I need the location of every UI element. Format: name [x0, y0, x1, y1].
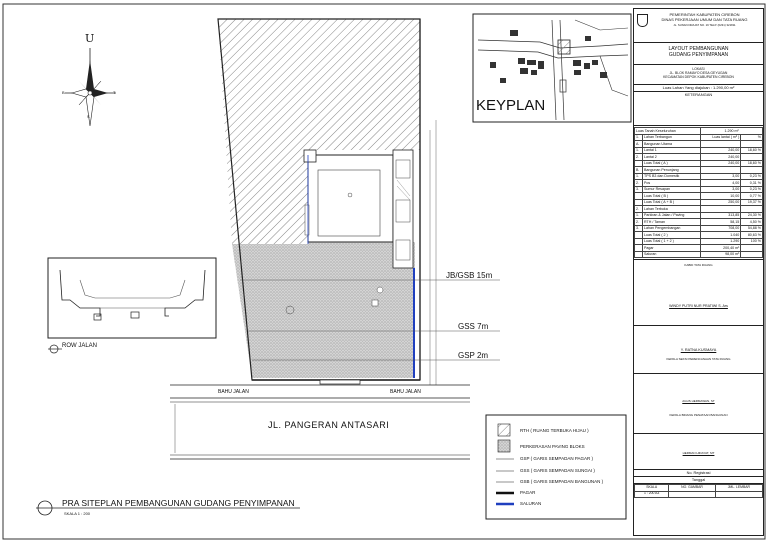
- layout-title-1: LAYOUT PEMBANGUNAN: [668, 46, 729, 52]
- row-jalan-label: ROW JALAN: [62, 343, 98, 349]
- location-heading: LOKASI: [692, 67, 705, 71]
- layout-title: LAYOUT PEMBANGUNAN GUDANG PENYIMPANAN: [634, 43, 763, 65]
- page-title: PRA SITEPLAN PEMBANGUNAN GUDANG PENYIMPA…: [62, 498, 295, 508]
- signature-block-4: HERMAN HIDAYAT, MT: [634, 434, 763, 470]
- agency-line-1: PEMERINTAH KABUPATEN CIREBON: [669, 12, 740, 17]
- compass-rose: [65, 48, 116, 127]
- legend-box: [485, 414, 627, 520]
- keterangan-heading: KETERANGAN: [634, 92, 763, 126]
- table-cell: [740, 250, 763, 258]
- area-table: Luas Tanah Keseluruhan 1.290 m² 1.Lahan …: [633, 127, 763, 258]
- agency-header: PEMERINTAH KABUPATEN CIREBON DINAS PEKER…: [634, 9, 763, 43]
- luas-diajukan: Luas Lahan Yang diajukan : 1.290,00 m²: [634, 85, 763, 92]
- jml-lembar-value: [714, 490, 764, 498]
- compass-east-label: T: [113, 90, 116, 95]
- compass-south-label: S: [87, 114, 90, 119]
- sheet-border: [2, 3, 766, 540]
- signature-block-1: KABID TATA RUANG WINDY PUTRI NUR PRATIWI…: [634, 260, 763, 326]
- agency-line-2: DINAS PEKERJAAN UMUM DAN TATA RUANG: [661, 16, 748, 22]
- location-block: LOKASI JL. BLOK RAMAYO DESA GEYUGAN KECA…: [634, 65, 763, 85]
- keyplan-map: [472, 13, 632, 123]
- road: [170, 384, 470, 460]
- legend-item-gsb: GSB ( GARIS SEMPADAN BANGUNAN ): [520, 479, 604, 484]
- bahu-jalan-right: BAHU JALAN: [390, 389, 421, 395]
- sign-3-name: AGUS HERMAWAN, ST: [682, 399, 715, 403]
- gsb-label: JB/GSB 15m: [446, 271, 493, 280]
- title-marker: [36, 500, 300, 516]
- table-cell: Saluran: [641, 250, 702, 258]
- location-line-1: JL. BLOK RAMAYO DESA GEYUGAN: [669, 70, 728, 75]
- no-gambar-value: [668, 490, 716, 498]
- setback-lines: [240, 279, 500, 361]
- location-line-2: KECAMATAN DEPOK KABUPATEN CIREBON: [663, 74, 734, 79]
- gss-label: GSS 7m: [458, 322, 489, 331]
- bahu-jalan-left: BAHU JALAN: [218, 389, 249, 395]
- keyplan-label: KEYPLAN: [476, 97, 546, 114]
- sign-1-role: KABID TATA RUANG: [684, 263, 713, 267]
- page-scale: SKALA 1 : 200: [64, 511, 91, 516]
- legend-item-gss: GSS ( GARIS SEMPADAN SUNGAI ): [520, 468, 595, 473]
- title-block: PEMERINTAH KABUPATEN CIREBON DINAS PEKER…: [633, 8, 764, 536]
- sign-2-name: Y. RATNA KUSMAYA: [680, 348, 717, 352]
- tanggal: Tanggal: [634, 477, 763, 484]
- table-cell: 98,00 m¹: [700, 250, 742, 258]
- compass-west-label: B: [62, 90, 65, 95]
- sign-1-name: WINDY PUTRI NUR PRATIWI S. Ars: [669, 304, 728, 308]
- site-plan: [217, 18, 437, 385]
- area-table-block: Luas Tanah Keseluruhan 1.290 m² 1.Lahan …: [633, 126, 763, 260]
- regency-seal-icon: [637, 14, 648, 27]
- skala-value: 1 : 200 A3: [633, 490, 670, 498]
- gsp-label: GSP 2m: [458, 351, 489, 360]
- sign-2-role: KEPALA SEKSI PERENCANAAN TATA RUANG: [666, 357, 731, 361]
- compass-north-label: U: [85, 32, 95, 45]
- legend-item-rth: RTH ( RUANG TERBUKA HIJAU ): [520, 428, 589, 433]
- agency-address: JL. SUNAN DRAJAT NO. 19 TELP. (0231) 321…: [673, 23, 736, 28]
- signature-block-2: Y. RATNA KUSMAYA KEPALA SEKSI PERENCANAA…: [634, 326, 763, 374]
- sign-4-name: HERMAN HIDAYAT, MT: [682, 451, 715, 455]
- legend-item-gsp: GSP ( GARIS SEMPADAN PAGAR ): [520, 456, 594, 461]
- row-jalan-detail: [47, 257, 217, 354]
- legend-item-saluran: SALURAN: [520, 501, 542, 506]
- signature-block-3: AGUS HERMAWAN, ST KEPALA BIDANG PENATAAN…: [634, 374, 763, 434]
- legend-item-paving: PERKERASAN PAVING BLOKS: [520, 444, 585, 449]
- sign-3-role: KEPALA BIDANG PENATAAN BANGUNAN: [669, 413, 728, 417]
- road-name: JL. PANGERAN ANTASARI: [268, 420, 390, 430]
- layout-title-2: GUDANG PENYIMPANAN: [668, 51, 729, 58]
- no-registrasi: No. Registrasi: [634, 470, 763, 477]
- legend-item-pagar: PAGAR: [520, 490, 536, 495]
- table-cell: [634, 250, 643, 258]
- sheet-info-table: SKALA NO. GAMBAR JML. LEMBAR 1 : 200 A3: [633, 484, 764, 498]
